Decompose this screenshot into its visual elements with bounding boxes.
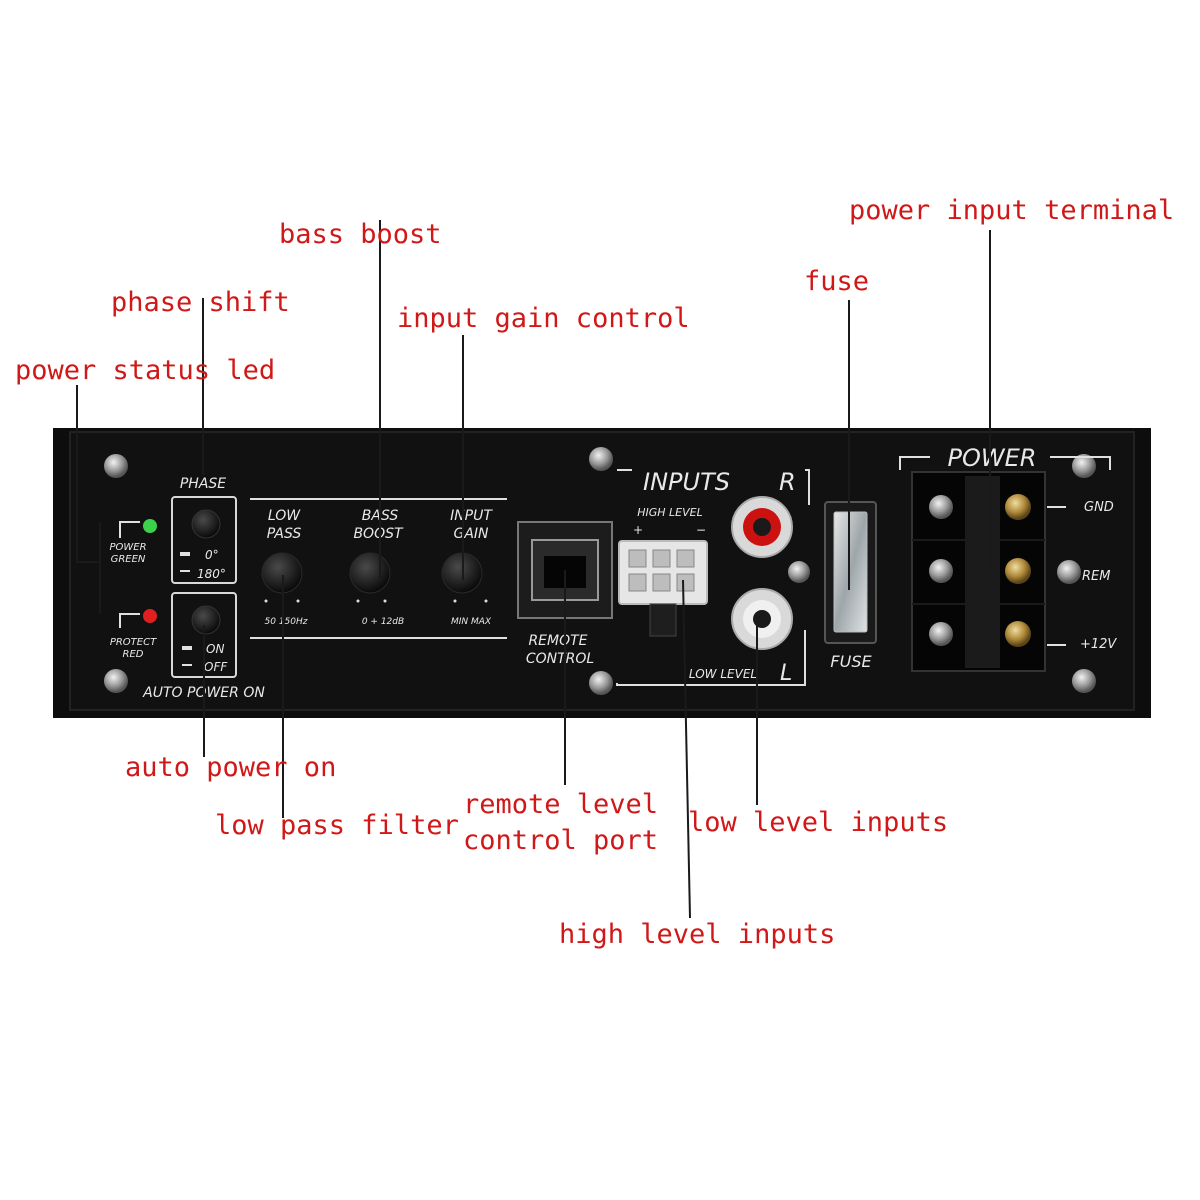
inputs-l-label: L	[780, 661, 792, 686]
remote-label: REMOTE	[528, 633, 587, 649]
auto-power-switch[interactable]	[191, 605, 221, 635]
knob-tick	[356, 599, 360, 603]
callout-power-input-terminal: power input terminal	[849, 195, 1174, 226]
auto-off-mark	[182, 664, 192, 666]
low-pass-range: 50 150Hz	[265, 617, 308, 627]
connector-pin	[628, 573, 647, 592]
bass-boost-knob[interactable]	[349, 552, 391, 594]
panel-screw	[589, 447, 613, 471]
callout-low-level-inputs: low level inputs	[688, 807, 948, 838]
callout-high-level-inputs: high level inputs	[559, 919, 835, 950]
input-gain-range: MIN MAX	[451, 617, 492, 627]
terminal-divider	[965, 476, 1000, 668]
phase-180-mark	[180, 570, 190, 572]
phase-switch-frame	[171, 496, 237, 584]
low-pass-label: LOW	[268, 508, 301, 524]
fuse-label: FUSE	[830, 652, 872, 671]
connector-pin	[676, 549, 695, 568]
panel-screw	[788, 561, 810, 583]
fuse[interactable]	[833, 511, 868, 633]
callout-fuse: fuse	[804, 266, 869, 297]
bass-boost-label: BOOST	[353, 526, 404, 542]
connector-pin	[676, 573, 695, 592]
terminal-screw-12v[interactable]	[1005, 621, 1031, 647]
panel-screw	[1057, 560, 1081, 584]
knob-tick	[383, 599, 387, 603]
callout-remote-level-control-port: control port	[463, 825, 658, 856]
power-green-label: POWER	[109, 542, 146, 553]
protect-red-label: RED	[123, 649, 144, 660]
phase-label: PHASE	[180, 476, 226, 492]
connector-pin	[652, 549, 671, 568]
terminal-screw-gnd[interactable]	[929, 495, 953, 519]
power-green-label: GREEN	[111, 554, 146, 565]
protect-red-label: PROTECT	[110, 637, 157, 648]
panel-screw	[1072, 454, 1096, 478]
plus12v-label: +12V	[1080, 637, 1117, 652]
connector-latch	[649, 603, 677, 637]
callout-bass-boost: bass boost	[279, 219, 442, 250]
gnd-label: GND	[1084, 500, 1114, 515]
terminal-screw-rem[interactable]	[929, 559, 953, 583]
panel-screw	[104, 454, 128, 478]
power-led-green	[143, 519, 157, 533]
knob-tick	[296, 599, 300, 603]
terminal-screw-rem[interactable]	[1005, 558, 1031, 584]
panel-screw	[104, 669, 128, 693]
high-level-label: HIGH LEVEL	[637, 506, 703, 519]
terminal-screw-12v[interactable]	[929, 622, 953, 646]
panel-screw	[589, 671, 613, 695]
input-gain-label: GAIN	[453, 526, 489, 542]
callout-power-status-led: power status led	[15, 355, 275, 386]
inputs-label: INPUTS	[643, 468, 730, 496]
connector-pin	[628, 549, 647, 568]
knob-tick	[264, 599, 268, 603]
leader-high-level-inputs	[682, 579, 691, 919]
auto-on-mark	[182, 646, 192, 650]
auto-on-label: ON	[206, 642, 224, 656]
low-level-label: LOW LEVEL	[689, 667, 757, 681]
remote-label: CONTROL	[526, 651, 594, 667]
rem-label: REM	[1082, 569, 1110, 584]
rca-left-center	[753, 610, 771, 628]
knob-tick	[484, 599, 488, 603]
knob-tick	[453, 599, 457, 603]
connector-pin	[652, 573, 671, 592]
phase-180-label: 180°	[197, 567, 226, 581]
input-gain-label: INPUT	[450, 508, 493, 524]
bass-boost-range: 0 + 12dB	[362, 617, 404, 627]
terminal-screw-gnd[interactable]	[1005, 494, 1031, 520]
callout-low-pass-filter: low pass filter	[215, 810, 459, 841]
inputs-r-label: R	[779, 468, 796, 496]
callout-input-gain-control: input gain control	[397, 303, 690, 334]
rca-right-center	[753, 518, 771, 536]
callout-phase-shift: phase shift	[111, 287, 290, 318]
protect-led-red	[143, 609, 157, 623]
low-pass-label: PASS	[267, 526, 302, 542]
high-level-plus: +	[633, 523, 643, 537]
phase-0-label: 0°	[205, 548, 219, 562]
leader-power-status-led	[76, 385, 101, 614]
callout-auto-power-on: auto power on	[125, 752, 336, 783]
auto-off-label: OFF	[204, 660, 228, 674]
phase-switch[interactable]	[191, 509, 221, 539]
power-label: POWER	[948, 444, 1037, 472]
panel-screw	[1072, 669, 1096, 693]
callout-remote-level-control-port: remote level	[463, 789, 658, 820]
phase-0-mark	[180, 552, 190, 556]
high-level-minus: −	[696, 523, 706, 537]
